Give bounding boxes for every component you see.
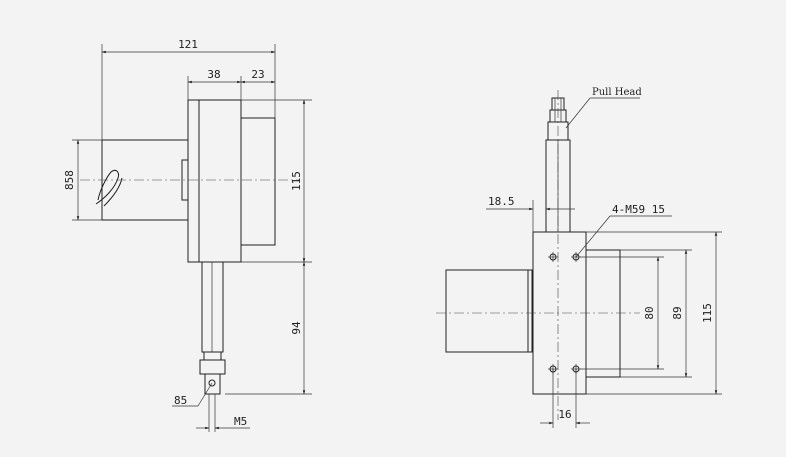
head-end [204,373,221,395]
dim-85-text: 85 [174,394,187,407]
pull-head-label: Pull Head [592,87,642,98]
dim-38-text: 38 [207,68,220,81]
dim-r115-text: 115 [701,303,714,323]
dim-858-text: 858 [63,170,76,190]
dim-holes-text: 4-M59 15 [612,203,665,216]
dim-115-text: 115 [290,171,303,191]
leader-pull-head [565,97,591,129]
left-view: 121 38 23 115 858 94 85 M5 [63,38,312,432]
dim-89-text: 89 [671,306,684,319]
leader-holes [575,215,611,258]
dim-80-text: 80 [643,306,656,319]
right-cover [240,117,276,246]
dim-185-text: 18.5 [488,195,515,208]
dim-121-text: 121 [178,38,198,51]
r-left-housing [445,269,533,353]
dim-94-text: 94 [290,321,303,335]
dim-23-text: 23 [251,68,264,81]
rod [201,261,224,353]
r-right-cover [585,249,621,378]
dim-m5-text: M5 [234,415,247,428]
cable-outlet [95,169,119,205]
head-collar [203,351,222,361]
main-body [187,99,242,263]
head-nut [199,359,226,375]
head-hole [208,379,216,387]
cable-outlet-edge [103,177,123,207]
leader-85 [197,382,213,407]
right-view: Pull Head 18.5 4-M59 15 80 89 115 [436,87,722,428]
dim-16-text: 16 [558,408,571,421]
